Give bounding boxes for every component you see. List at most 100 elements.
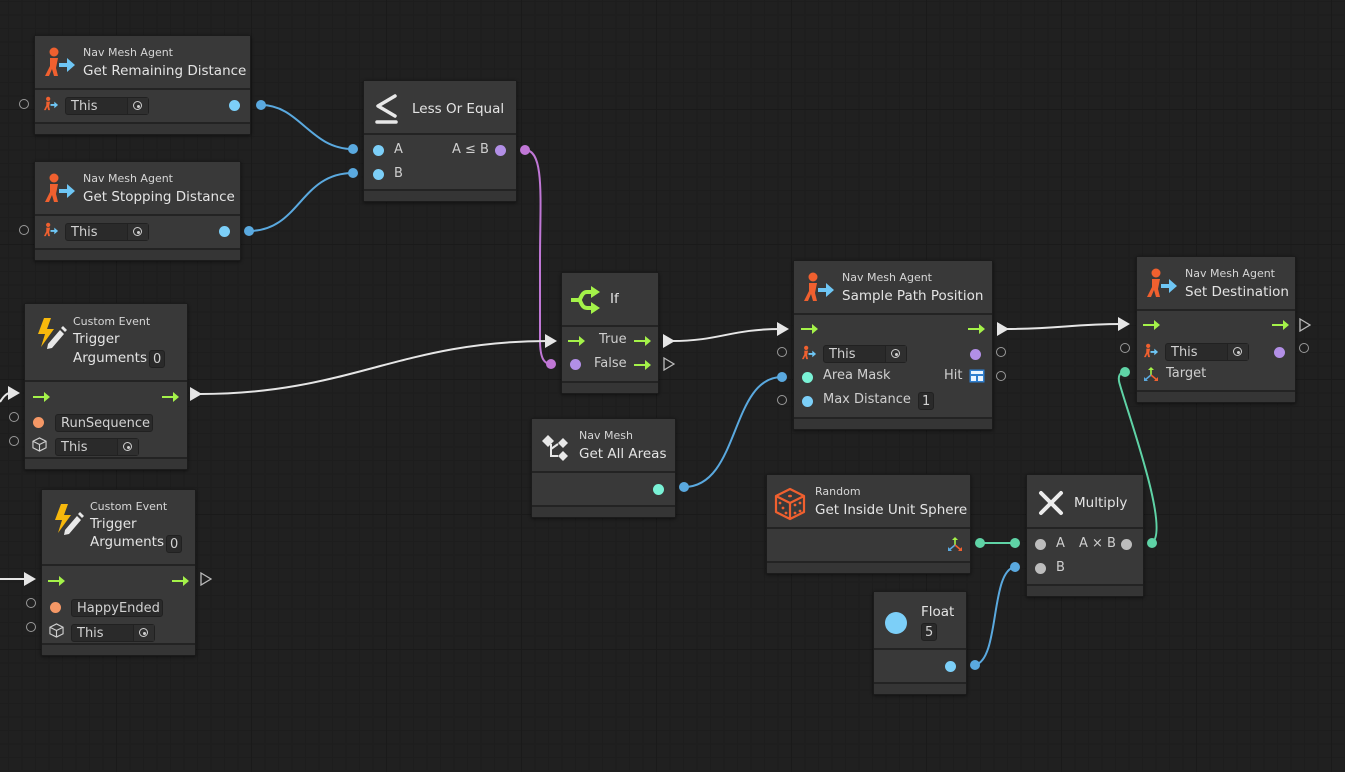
float-icon <box>885 612 907 634</box>
output-port-float[interactable] <box>219 226 230 237</box>
output-port-empty[interactable] <box>996 371 1006 381</box>
max-distance-field[interactable]: 1 <box>918 392 935 410</box>
node-footer <box>35 248 240 260</box>
control-output-arrow <box>172 576 189 586</box>
output-port-float[interactable] <box>945 661 956 672</box>
flow-arrow <box>8 386 20 400</box>
wire-compare-to-if[interactable] <box>524 149 552 365</box>
target-field[interactable]: This <box>71 624 155 642</box>
wire-endpoint <box>1010 562 1020 572</box>
target-field-value: This <box>1171 345 1198 360</box>
output-port-bool[interactable] <box>970 349 981 360</box>
node-random-inside-unit-sphere[interactable]: Random Get Inside Unit Sphere <box>766 474 971 574</box>
custom-event-icon <box>55 504 84 535</box>
input-port-empty[interactable] <box>9 412 19 422</box>
wire-event-to-if[interactable] <box>199 340 549 395</box>
output-port-bool[interactable] <box>1274 347 1285 358</box>
node-footer <box>874 682 966 694</box>
node-title: Float <box>921 604 955 620</box>
wire-if-to-sample[interactable] <box>671 328 783 342</box>
node-get-remaining-distance[interactable]: Nav Mesh Agent Get Remaining Distance Th… <box>34 35 251 135</box>
wire-endpoint <box>970 660 980 670</box>
game-object-cube-icon <box>49 623 64 638</box>
control-output-port-empty[interactable] <box>1299 318 1311 332</box>
control-input-arrow <box>1143 320 1160 330</box>
node-custom-event-happyended[interactable]: Custom Event Trigger Arguments 0 HappyEn… <box>41 489 196 656</box>
arguments-count-field[interactable]: 0 <box>166 535 183 553</box>
nav-mesh-agent-icon <box>1147 268 1177 297</box>
wire-endpoint <box>1010 538 1020 548</box>
string-port[interactable] <box>33 417 44 428</box>
wire-sample-to-set[interactable] <box>1004 323 1124 330</box>
area-mask-port[interactable] <box>802 372 813 383</box>
game-object-cube-icon <box>32 437 47 452</box>
control-output-port-empty[interactable] <box>200 572 212 586</box>
object-picker-icon[interactable] <box>127 224 148 240</box>
wire-remaining-to-a[interactable] <box>260 104 354 150</box>
target-field[interactable]: This <box>823 345 907 363</box>
input-port-empty[interactable] <box>26 598 36 608</box>
object-picker-icon[interactable] <box>127 98 148 114</box>
node-get-all-areas[interactable]: Nav Mesh Get All Areas <box>531 418 676 518</box>
input-port-b[interactable] <box>1035 563 1046 574</box>
wire-incoming-event1[interactable] <box>0 392 11 403</box>
condition-input-port[interactable] <box>570 359 581 370</box>
event-name-value: RunSequence <box>61 416 151 431</box>
vector3-output-icon[interactable] <box>947 536 963 552</box>
custom-event-icon <box>38 318 67 349</box>
control-input-arrow <box>48 576 65 586</box>
node-custom-event-runsequence[interactable]: Custom Event Trigger Arguments 0 RunSequ… <box>24 303 188 470</box>
input-port-empty[interactable] <box>19 99 29 109</box>
target-field[interactable]: This <box>65 223 149 241</box>
node-multiply[interactable]: Multiply A A × B B <box>1026 474 1144 597</box>
node-get-stopping-distance[interactable]: Nav Mesh Agent Get Stopping Distance Thi… <box>34 161 241 261</box>
target-field[interactable]: This <box>55 438 139 456</box>
multiply-icon <box>1039 491 1063 515</box>
target-field[interactable]: This <box>65 97 149 115</box>
wire-endpoint <box>679 482 689 492</box>
node-category: Nav Mesh <box>579 429 633 442</box>
control-output-false-port-empty[interactable] <box>663 357 675 371</box>
string-port[interactable] <box>50 602 61 613</box>
input-port-empty[interactable] <box>777 347 787 357</box>
node-less-or-equal[interactable]: Less Or Equal A A ≤ B B <box>363 80 517 202</box>
input-port-empty[interactable] <box>777 395 787 405</box>
wire-areas-to-mask[interactable] <box>683 376 783 488</box>
object-picker-icon[interactable] <box>133 625 154 641</box>
input-port-b[interactable] <box>373 169 384 180</box>
object-picker-icon[interactable] <box>1227 344 1248 360</box>
output-port-empty[interactable] <box>1299 343 1309 353</box>
node-set-destination[interactable]: Nav Mesh Agent Set Destination This Targ… <box>1136 256 1296 403</box>
node-title: Set Destination <box>1185 284 1289 300</box>
node-footer <box>35 122 250 134</box>
input-port-a[interactable] <box>373 145 384 156</box>
event-name-field[interactable]: HappyEnded <box>71 599 163 617</box>
arguments-count-field[interactable]: 0 <box>149 350 166 368</box>
output-port-float[interactable] <box>229 100 240 111</box>
event-name-field[interactable]: RunSequence <box>55 414 153 432</box>
target-field[interactable]: This <box>1165 343 1249 361</box>
float-value-field[interactable]: 5 <box>921 623 938 641</box>
output-port-empty[interactable] <box>996 347 1006 357</box>
input-port-empty[interactable] <box>1120 343 1130 353</box>
input-port-empty[interactable] <box>26 622 36 632</box>
output-port[interactable] <box>1121 539 1132 550</box>
node-category: Nav Mesh Agent <box>842 271 932 284</box>
control-output-arrow <box>968 324 985 334</box>
node-sample-path-position[interactable]: Nav Mesh Agent Sample Path Position This… <box>793 260 993 430</box>
node-if[interactable]: If True False <box>561 272 659 394</box>
input-port-empty[interactable] <box>19 225 29 235</box>
input-port-a[interactable] <box>1035 539 1046 550</box>
object-picker-icon[interactable] <box>117 439 138 455</box>
max-distance-port[interactable] <box>802 396 813 407</box>
object-picker-icon[interactable] <box>885 346 906 362</box>
node-float-literal[interactable]: Float 5 <box>873 591 967 695</box>
input-label-a: A <box>1056 536 1065 551</box>
arguments-label: Arguments <box>90 534 165 550</box>
control-output-arrow <box>162 392 179 402</box>
input-port-empty[interactable] <box>9 436 19 446</box>
output-port-int[interactable] <box>653 484 664 495</box>
wire-float-to-b[interactable] <box>974 566 1016 666</box>
output-port-bool[interactable] <box>495 145 506 156</box>
wire-stopping-to-b[interactable] <box>248 172 354 232</box>
